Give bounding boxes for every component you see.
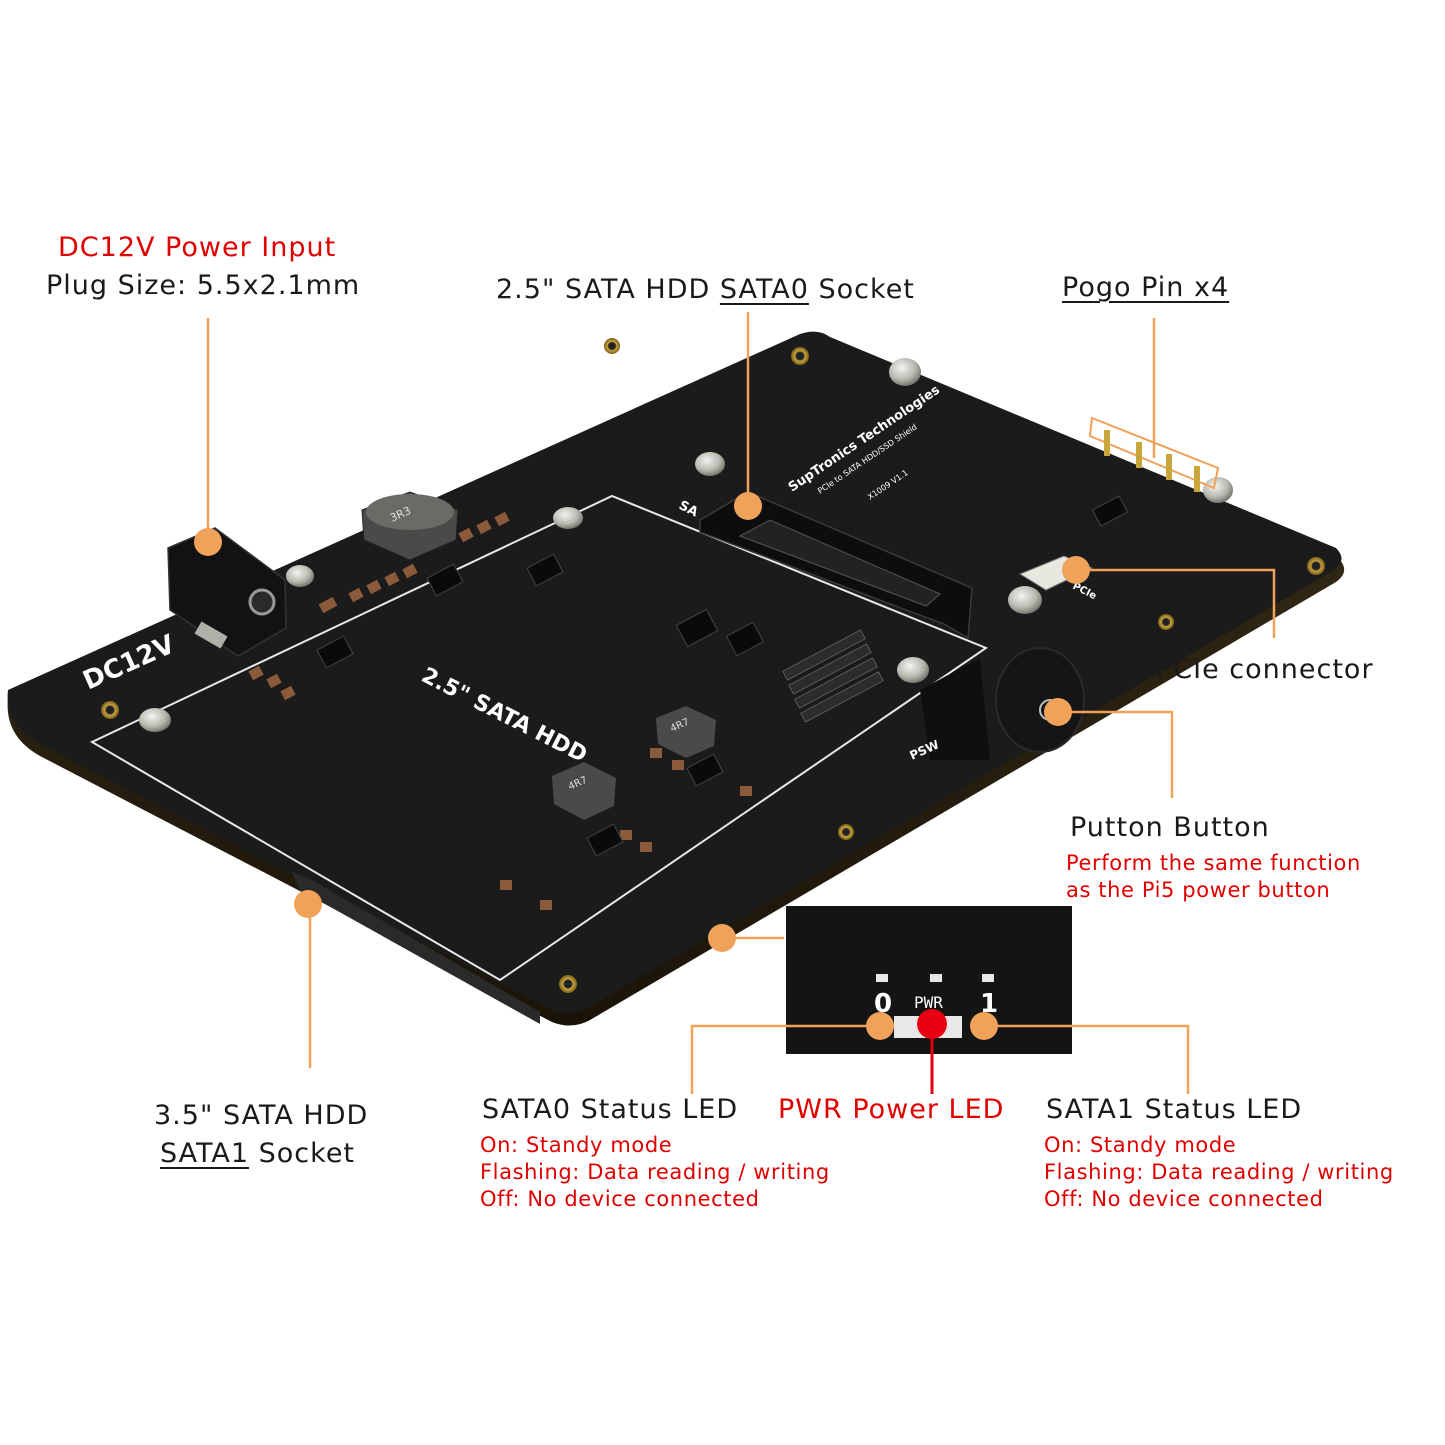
mounting-holes — [101, 338, 1325, 993]
inset-led1-label: 1 — [980, 989, 998, 1019]
callout-dots — [194, 492, 1090, 1040]
sata1-led-title: SATA1 Status LED — [1046, 1094, 1303, 1125]
standoffs — [139, 358, 1233, 732]
sata1-socket-name: SATA1 — [160, 1138, 250, 1169]
board-top — [7, 331, 1342, 1013]
sata0-led-title: SATA0 Status LED — [482, 1094, 739, 1125]
pogo-pins — [1088, 416, 1220, 492]
sata0-socket-label: 2.5" SATA HDD SATA0 Socket — [496, 274, 915, 305]
sata0-connector — [699, 491, 973, 640]
sata1-led-on: On: Standy mode — [1044, 1133, 1237, 1157]
inductor-4r7-b — [552, 762, 616, 820]
callout-button — [1044, 698, 1072, 726]
inset-led0-label: 0 — [874, 989, 892, 1019]
callout-pcie — [1062, 556, 1090, 584]
sata0-socket-name: SATA0 — [719, 274, 809, 305]
callout-led-area — [708, 924, 736, 952]
dc-jack — [167, 527, 287, 657]
sata1-socket-suffix: Socket — [249, 1138, 356, 1169]
button-title: Putton Button — [1070, 812, 1270, 843]
callout-sata1 — [294, 890, 322, 918]
ic-chips — [316, 495, 1129, 857]
callout-pwr-led — [917, 1009, 947, 1039]
sata0-led-flash: Flashing: Data reading / writing — [480, 1160, 830, 1184]
dc-power-title: DC12V Power Input — [58, 232, 337, 263]
smd-components — [248, 511, 752, 910]
inset-pwr-label: PWR — [914, 993, 943, 1012]
dc-power-plug-size: Plug Size: 5.5x2.1mm — [46, 270, 361, 301]
power-button — [920, 647, 1085, 760]
pogo-pin-label: Pogo Pin x4 — [1062, 272, 1230, 303]
pcie-connector-label: PCIe connector — [1156, 654, 1374, 685]
callout-led0 — [866, 1012, 894, 1040]
sata1-socket-edge — [292, 872, 540, 1024]
callout-dc-jack — [194, 528, 222, 556]
sata1-led-off: Off: No device connected — [1044, 1187, 1324, 1211]
sata0-socket-prefix: 2.5" SATA HDD — [496, 274, 720, 305]
sata1-socket-line1: 3.5" SATA HDD — [154, 1100, 369, 1131]
sata1-socket-line2: SATA1 Socket — [160, 1138, 355, 1169]
sata0-led-on: On: Standy mode — [480, 1133, 673, 1157]
inductor-3r3 — [361, 491, 459, 561]
sata0-led-off: Off: No device connected — [480, 1187, 760, 1211]
callout-sata0 — [734, 492, 762, 520]
sata0-socket-suffix: Socket — [808, 274, 915, 305]
leader-lines — [206, 312, 1276, 1094]
resistor-array — [782, 629, 884, 723]
button-desc-1: Perform the same function — [1066, 851, 1361, 875]
inductor-4r7-a — [656, 706, 716, 758]
button-desc-2: as the Pi5 power button — [1066, 878, 1331, 902]
callout-led1 — [970, 1012, 998, 1040]
pwr-led-title: PWR Power LED — [778, 1094, 1005, 1125]
sata1-led-flash: Flashing: Data reading / writing — [1044, 1160, 1394, 1184]
